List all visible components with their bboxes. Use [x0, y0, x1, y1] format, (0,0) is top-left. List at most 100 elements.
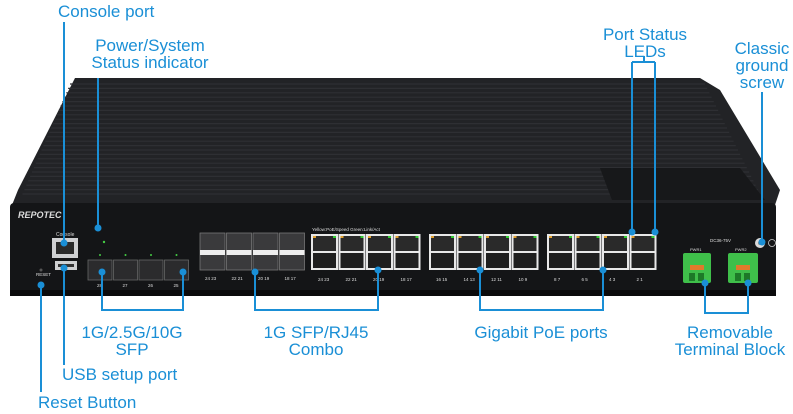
link-led — [533, 236, 537, 238]
callout-dots — [37, 224, 766, 289]
label-port-status-line2: LEDs — [624, 42, 666, 61]
poe-led — [395, 236, 399, 238]
rj45-port-numbers: 24 23 — [318, 277, 330, 282]
sfp-port-number: 28 — [97, 283, 103, 288]
label-terminal-line2: Terminal Block — [674, 340, 786, 359]
label-ground-line2: ground — [735, 56, 789, 75]
console-label: Console — [56, 232, 75, 238]
rj45-port-numbers: 2 1 — [637, 277, 644, 282]
terminal-block-pwr2[interactable] — [728, 253, 758, 283]
sfp-port[interactable]: 27 — [113, 254, 138, 288]
link-led — [624, 236, 627, 238]
label-port-status-leds: Port Status LEDs — [585, 26, 705, 60]
callout-lines — [40, 22, 763, 392]
rj45-port-pair[interactable]: 6 5 — [574, 234, 602, 282]
chassis-panel-raised — [600, 168, 765, 200]
poe-led — [631, 236, 635, 238]
label-console-port: Console port — [58, 2, 155, 21]
poe-led — [340, 236, 344, 238]
poe-led — [576, 236, 580, 238]
rj45-port-numbers: 12 11 — [491, 277, 502, 282]
combo-sfp-port-pair[interactable]: 22 21 — [226, 232, 252, 281]
sfp-port[interactable]: 26 — [138, 254, 164, 288]
rj45-port-pair[interactable]: 12 11 — [484, 234, 511, 282]
link-led — [388, 236, 391, 238]
poe-led — [513, 236, 517, 238]
led-legend: Yellow:PoE/Speed Green:Link/Act — [312, 227, 381, 232]
rj45-ports: 24 23 22 21 20 19 18 17 16 15 14 13 12 11 10 9 8… — [311, 234, 657, 282]
rj45-port-pair[interactable]: 2 1 — [629, 234, 657, 282]
link-led — [569, 236, 572, 238]
rj45-port-pair[interactable]: 18 17 — [393, 234, 421, 282]
poe-led — [313, 236, 316, 238]
poe-led — [486, 236, 489, 238]
combo-port-numbers: 24 23 — [205, 276, 217, 281]
link-led — [506, 236, 509, 238]
rj45-port-pair[interactable]: 24 23 — [311, 234, 338, 282]
brand-logo: REPOTEC — [18, 210, 62, 220]
link-led — [360, 236, 364, 238]
label-power-status-line2: Status indicator — [91, 53, 209, 72]
label-power-status: Power/System Status indicator — [80, 37, 220, 71]
label-combo: 1G SFP/RJ45 Combo — [246, 324, 386, 358]
label-ground-line3: screw — [739, 73, 785, 92]
link-led — [651, 236, 655, 238]
label-ground-screw: Classic ground screw — [722, 40, 793, 91]
sfp-port-number: 26 — [148, 283, 154, 288]
power-input-label: DC36-75V — [710, 238, 731, 243]
poe-led — [431, 236, 434, 238]
rj45-port-pair[interactable]: 16 15 — [429, 234, 456, 282]
rj45-port-pair[interactable]: 20 19 — [366, 234, 393, 282]
rj45-port-pair[interactable]: 22 21 — [338, 234, 366, 282]
label-poe-ports: Gigabit PoE ports — [474, 323, 608, 342]
pwr2-label: PWR2 — [735, 247, 747, 252]
label-reset-button: Reset Button — [38, 393, 137, 412]
reset-label: RESET — [36, 272, 51, 277]
poe-led — [604, 236, 607, 238]
combo-port-numbers: 22 21 — [232, 276, 244, 281]
combo-sfp-port-pair[interactable]: 24 23 — [199, 232, 226, 281]
link-led — [415, 236, 419, 238]
sfp-port-number: 27 — [123, 283, 129, 288]
system-led — [102, 240, 106, 244]
rj45-port-numbers: 10 9 — [519, 277, 528, 282]
label-power-status-line1: Power/System — [95, 36, 205, 55]
combo-sfp-ports: 24 23 22 21 20 19 18 17 — [199, 232, 305, 281]
rj45-port-pair[interactable]: 10 9 — [511, 234, 539, 282]
rj45-port-pair[interactable]: 14 13 — [456, 234, 484, 282]
rj45-port-numbers: 16 15 — [436, 277, 448, 282]
ground-symbol-icon — [768, 239, 776, 247]
label-sfp: 1G/2.5G/10G SFP — [62, 324, 202, 358]
poe-led — [458, 236, 462, 238]
combo-sfp-port-pair[interactable]: 18 17 — [279, 232, 305, 281]
combo-sfp-port-pair[interactable]: 20 19 — [252, 232, 279, 281]
label-sfp-line2: SFP — [115, 340, 149, 359]
label-ground-line1: Classic — [734, 39, 790, 58]
link-led — [596, 236, 600, 238]
link-led — [478, 236, 482, 238]
rj45-port-numbers: 14 13 — [464, 277, 476, 282]
sfp-port-number: 25 — [174, 283, 180, 288]
label-usb-setup-port: USB setup port — [62, 365, 178, 384]
rj45-port-pair[interactable]: 8 7 — [547, 234, 574, 282]
rj45-port-numbers: 18 17 — [401, 277, 413, 282]
rj45-port-pair[interactable]: 4 3 — [602, 234, 629, 282]
combo-port-numbers: 20 19 — [258, 276, 270, 281]
poe-led — [549, 236, 552, 238]
chassis-bottom-edge — [10, 290, 776, 296]
terminal-block-pwr1[interactable] — [683, 253, 711, 283]
rj45-port-numbers: 6 5 — [582, 277, 589, 282]
label-terminal-line1: Removable — [687, 323, 773, 342]
label-combo-line2: Combo — [288, 340, 344, 359]
rj45-port-numbers: 22 21 — [346, 277, 358, 282]
pwr1-label: PWR1 — [690, 247, 702, 252]
label-combo-line1: 1G SFP/RJ45 — [263, 323, 369, 342]
sfp-ports: 28 27 26 25 — [87, 254, 189, 288]
label-sfp-line1: 1G/2.5G/10G — [81, 323, 183, 342]
label-terminal-block: Removable Terminal Block — [660, 324, 793, 358]
combo-port-numbers: 18 17 — [285, 276, 297, 281]
rj45-port-numbers: 4 3 — [609, 277, 616, 282]
reset-button[interactable] — [39, 268, 43, 272]
link-led — [333, 236, 336, 238]
